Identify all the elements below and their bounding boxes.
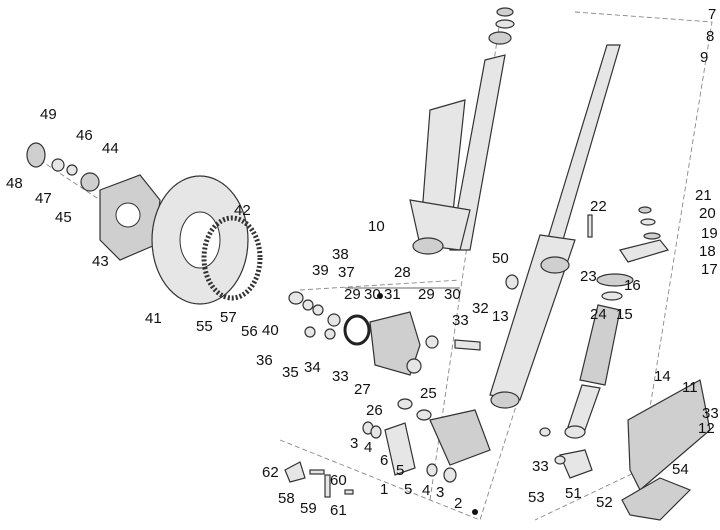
callout-16: 16 xyxy=(624,277,641,294)
callout-58: 58 xyxy=(278,490,295,507)
callout-51: 51 xyxy=(565,485,582,502)
callout-29: 29 xyxy=(418,286,435,303)
callout-13: 13 xyxy=(492,308,509,325)
callout-33: 33 xyxy=(532,458,549,475)
callout-28: 28 xyxy=(394,264,411,281)
callout-52: 52 xyxy=(596,494,613,511)
steering-column xyxy=(409,54,506,251)
shock-absorber xyxy=(564,273,634,439)
callout-50: 50 xyxy=(492,250,509,267)
callout-35: 35 xyxy=(282,364,299,381)
bullet-marker xyxy=(377,293,383,299)
callout-43: 43 xyxy=(92,253,109,270)
callout-45: 45 xyxy=(55,209,72,226)
callout-12: 12 xyxy=(698,420,715,437)
callout-49: 49 xyxy=(40,106,57,123)
assembly-guide-lines xyxy=(39,11,713,521)
steering-bearing-parts xyxy=(412,7,515,255)
shock-mount-parts xyxy=(587,206,670,263)
axle-parts xyxy=(362,398,491,483)
callout-40: 40 xyxy=(262,322,279,339)
callout-47: 47 xyxy=(35,190,52,207)
callout-9: 9 xyxy=(700,49,708,66)
callout-62: 62 xyxy=(262,464,279,481)
callout-36: 36 xyxy=(256,352,273,369)
callout-60: 60 xyxy=(330,472,347,489)
callout-21: 21 xyxy=(695,187,712,204)
callout-32: 32 xyxy=(472,300,489,317)
callout-54: 54 xyxy=(672,461,689,478)
callout-14: 14 xyxy=(654,368,671,385)
callout-15: 15 xyxy=(616,306,633,323)
callout-17: 17 xyxy=(701,261,718,278)
callout-37: 37 xyxy=(338,264,355,281)
callout-19: 19 xyxy=(701,225,718,242)
callout-4: 4 xyxy=(422,482,430,499)
brake-disc xyxy=(151,175,263,305)
callout-29: 29 xyxy=(344,286,361,303)
callout-33: 33 xyxy=(702,405,719,422)
callout-41: 41 xyxy=(145,310,162,327)
fork-leg xyxy=(489,44,621,409)
callout-48: 48 xyxy=(6,175,23,192)
callout-30: 30 xyxy=(364,286,381,303)
callout-27: 27 xyxy=(354,381,371,398)
callout-18: 18 xyxy=(699,243,716,260)
callout-33: 33 xyxy=(452,312,469,329)
callout-39: 39 xyxy=(312,262,329,279)
callout-42: 42 xyxy=(234,202,251,219)
callout-33: 33 xyxy=(332,368,349,385)
callout-20: 20 xyxy=(699,205,716,222)
callout-5: 5 xyxy=(396,462,404,479)
callout-1: 1 xyxy=(380,481,388,498)
callout-59: 59 xyxy=(300,500,317,517)
callout-26: 26 xyxy=(366,402,383,419)
callout-55: 55 xyxy=(196,318,213,335)
callout-30: 30 xyxy=(444,286,461,303)
callout-53: 53 xyxy=(528,489,545,506)
bullet-marker xyxy=(472,509,478,515)
callout-3: 3 xyxy=(436,484,444,501)
callout-2: 2 xyxy=(454,495,462,512)
callout-34: 34 xyxy=(304,359,321,376)
callout-23: 23 xyxy=(580,268,597,285)
callout-7: 7 xyxy=(708,6,716,23)
callout-25: 25 xyxy=(420,385,437,402)
callout-5: 5 xyxy=(404,481,412,498)
callout-44: 44 xyxy=(102,140,119,157)
callout-31: 31 xyxy=(384,286,401,303)
callout-6: 6 xyxy=(380,452,388,469)
callout-3: 3 xyxy=(350,435,358,452)
brake-caliper xyxy=(288,274,519,376)
callout-10: 10 xyxy=(368,218,385,235)
callout-38: 38 xyxy=(332,246,349,263)
sensor-and-cover xyxy=(284,379,711,521)
callout-22: 22 xyxy=(590,198,607,215)
callout-11: 11 xyxy=(682,379,698,396)
callout-8: 8 xyxy=(706,28,714,45)
callout-24: 24 xyxy=(590,306,607,323)
callout-46: 46 xyxy=(76,127,93,144)
callout-61: 61 xyxy=(330,502,347,519)
callout-4: 4 xyxy=(364,439,372,456)
callout-57: 57 xyxy=(220,309,237,326)
callout-56: 56 xyxy=(241,323,258,340)
wheel-hub xyxy=(26,142,161,261)
